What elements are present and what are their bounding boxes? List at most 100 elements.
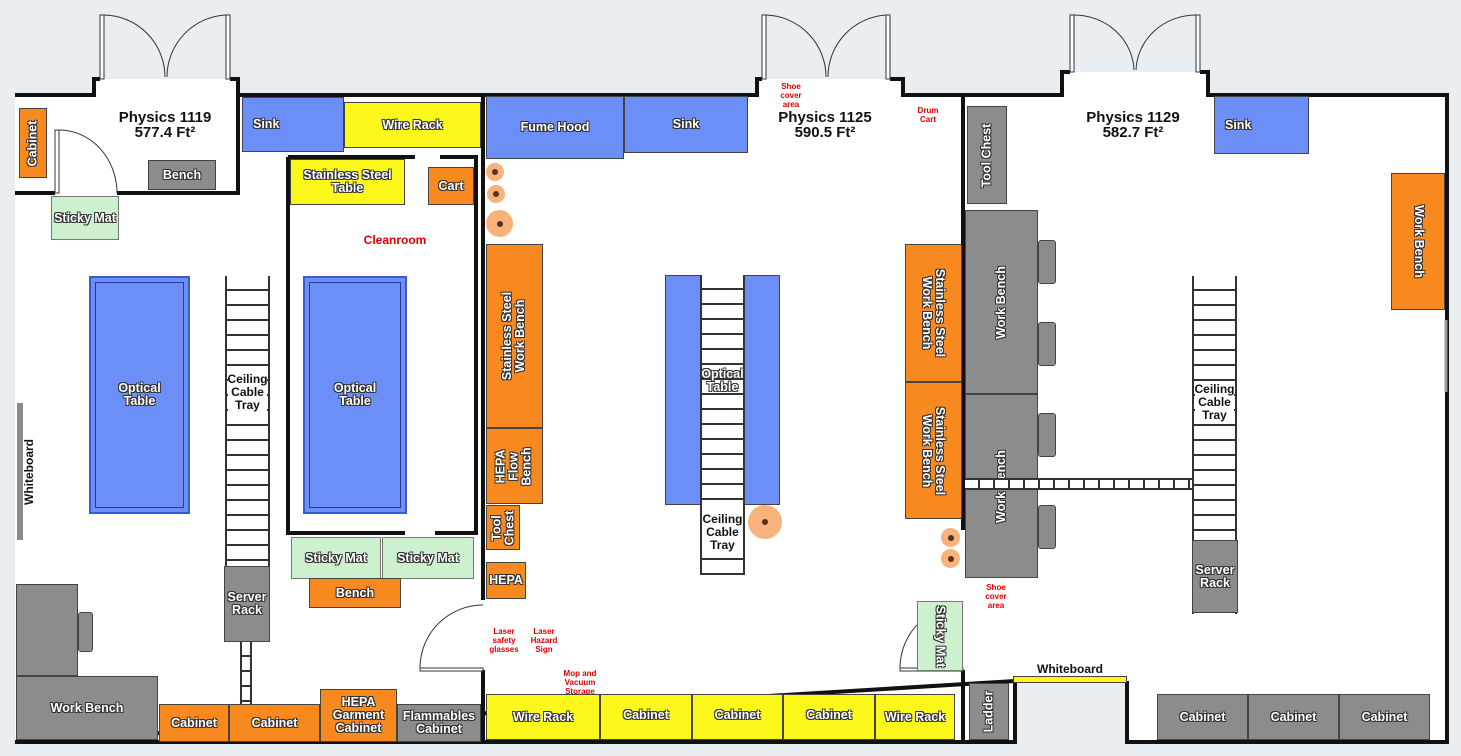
door-panel bbox=[225, 14, 231, 80]
chair bbox=[1038, 413, 1056, 457]
ceiling-cable-tray bbox=[225, 276, 270, 566]
stainless-steel-work-bench[interactable]: Stainless Steel Work Bench bbox=[905, 244, 962, 382]
label: Wire Rack bbox=[884, 709, 946, 724]
label: Sticky Mat bbox=[933, 605, 948, 667]
ladder[interactable]: Ladder bbox=[969, 683, 1009, 740]
cleanroom-label: Cleanroom bbox=[363, 233, 427, 247]
label: Work Bench bbox=[994, 265, 1009, 339]
chair bbox=[1038, 505, 1056, 549]
hepa-garment-cabinet[interactable]: HEPA Garment Cabinet bbox=[320, 689, 397, 742]
label: Cabinet bbox=[806, 708, 852, 722]
label: Server Rack bbox=[1195, 562, 1235, 590]
label: Ladder bbox=[981, 690, 996, 733]
tool-chest[interactable]: Tool Chest bbox=[486, 505, 520, 550]
sticky-mat[interactable]: Sticky Mat bbox=[291, 537, 381, 579]
label: Sink bbox=[1225, 117, 1252, 132]
label: HEPA bbox=[489, 573, 523, 587]
sticky-mat[interactable]: Sticky Mat bbox=[51, 196, 119, 240]
work-bench[interactable]: Work Bench bbox=[965, 210, 1038, 394]
stainless-steel-table[interactable]: Stainless Steel Table bbox=[290, 159, 405, 205]
optical-table-label: Optical Table bbox=[701, 367, 744, 394]
door-arc bbox=[1135, 14, 1197, 71]
cart[interactable]: Cart bbox=[428, 167, 474, 205]
label: Bench bbox=[335, 585, 375, 600]
whiteboard-label: Whiteboard bbox=[1037, 662, 1103, 676]
door-panel bbox=[99, 14, 105, 80]
cleanroom-wall bbox=[286, 155, 478, 535]
door-arc bbox=[58, 129, 118, 194]
label: Stainless Steel Table bbox=[303, 168, 392, 195]
label: Fume Hood bbox=[520, 120, 590, 134]
cabinet[interactable]: Cabinet bbox=[159, 704, 229, 742]
room-area: 577.4 Ft² bbox=[134, 124, 196, 141]
wire-rack[interactable]: Wire Rack bbox=[344, 102, 481, 148]
whiteboard bbox=[1013, 676, 1127, 683]
sticky-mat[interactable]: Sticky Mat bbox=[382, 537, 474, 579]
optical-table[interactable]: Optical Table bbox=[89, 276, 190, 514]
laser-marker bbox=[941, 549, 960, 568]
sticky-mat[interactable]: Sticky Mat bbox=[917, 601, 963, 671]
label: Optical Table bbox=[333, 381, 377, 408]
work-bench[interactable]: Work Bench bbox=[1391, 173, 1445, 310]
cabinet[interactable]: Cabinet bbox=[1248, 694, 1339, 740]
label: Stainless Steel Work Bench bbox=[920, 406, 948, 495]
whiteboard-label: Whiteboard bbox=[21, 438, 36, 505]
sink[interactable]: Sink bbox=[1214, 96, 1309, 154]
server-rack[interactable]: Server Rack bbox=[1192, 540, 1238, 613]
stainless-steel-work-bench[interactable]: Stainless Steel Work Bench bbox=[905, 382, 962, 519]
laser-sign-note: Laser Hazard Sign bbox=[530, 627, 558, 654]
laser-glasses-note: Laser safety glasses bbox=[489, 627, 519, 654]
laser-marker bbox=[941, 528, 960, 547]
label: Cabinet bbox=[714, 708, 761, 722]
door-arc bbox=[1073, 14, 1135, 71]
wire-rack[interactable]: Wire Rack bbox=[875, 694, 955, 740]
fume-hood[interactable]: Fume Hood bbox=[486, 96, 624, 159]
label: Sink bbox=[253, 117, 280, 131]
whiteboard bbox=[17, 403, 23, 540]
label: Wire Rack bbox=[382, 117, 443, 132]
desk[interactable] bbox=[16, 584, 78, 676]
label: Sticky Mat bbox=[397, 550, 459, 565]
shoe-cover-note: Shoe cover area bbox=[985, 583, 1007, 610]
bench[interactable]: Bench bbox=[148, 160, 216, 190]
drum-cart-note: Drum Cart bbox=[917, 106, 939, 124]
hepa-flow-bench[interactable]: HEPA Flow Bench bbox=[486, 428, 543, 504]
label: Sink bbox=[672, 117, 700, 131]
room-name: Physics 1129 bbox=[1086, 109, 1180, 126]
server-rack[interactable]: Server Rack bbox=[224, 566, 270, 642]
cabinet[interactable]: Cabinet bbox=[600, 694, 692, 740]
label: Cabinet bbox=[1361, 709, 1408, 724]
cabinet[interactable]: Cabinet bbox=[19, 108, 47, 178]
label: Cabinet bbox=[251, 715, 298, 730]
cabinet[interactable]: Cabinet bbox=[229, 704, 320, 742]
sink[interactable]: Sink bbox=[242, 97, 344, 152]
room-1119-inner-wall bbox=[15, 79, 240, 195]
wire-rack[interactable]: Wire Rack bbox=[486, 694, 600, 740]
bench[interactable]: Bench bbox=[309, 578, 401, 608]
door-panel bbox=[761, 14, 767, 80]
label: Stainless Steel Work Bench bbox=[920, 268, 948, 358]
door-arc bbox=[827, 14, 887, 78]
cable-tray-label: Ceiling Cable Tray bbox=[227, 371, 268, 412]
laser-marker bbox=[487, 185, 505, 203]
label: Work Bench bbox=[1411, 205, 1426, 278]
work-bench[interactable]: Work Bench bbox=[16, 676, 158, 740]
cabinet[interactable]: Cabinet bbox=[692, 694, 783, 740]
sink[interactable]: Sink bbox=[624, 96, 748, 153]
tool-chest[interactable]: Tool Chest bbox=[967, 106, 1007, 204]
hepa[interactable]: HEPA bbox=[486, 562, 526, 599]
cabinet[interactable]: Cabinet bbox=[1157, 694, 1248, 740]
door-arc bbox=[103, 14, 166, 78]
door-arc bbox=[166, 14, 227, 78]
cabinet[interactable]: Cabinet bbox=[1339, 694, 1430, 740]
flammables-cabinet[interactable]: Flammables Cabinet bbox=[397, 704, 481, 742]
room-area: 590.5 Ft² bbox=[794, 124, 856, 141]
label: Flammables Cabinet bbox=[402, 709, 476, 736]
mop-storage-note: Mop and Vacuum Storage bbox=[563, 669, 597, 696]
optical-table[interactable]: Optical Table bbox=[303, 276, 407, 514]
cabinet[interactable]: Cabinet bbox=[783, 694, 875, 740]
label: HEPA Flow Bench bbox=[493, 446, 534, 486]
stainless-steel-work-bench[interactable]: Stainless Steel Work Bench bbox=[486, 244, 543, 428]
